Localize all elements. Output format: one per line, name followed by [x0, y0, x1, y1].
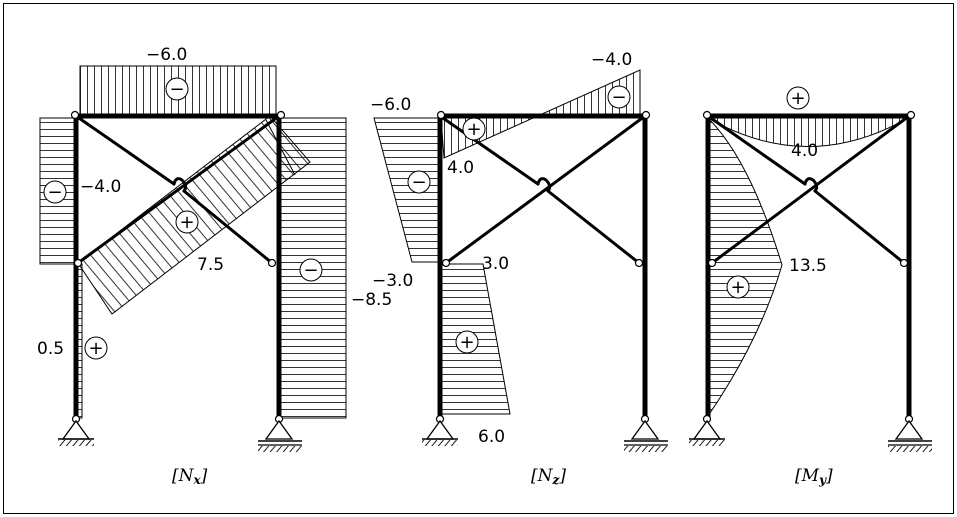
nx-frame: [71, 113, 283, 421]
my-label-column: 13.5: [789, 256, 827, 276]
nz-sign-column-upper: −: [407, 170, 431, 194]
nz-label-beam-right: −4.0: [591, 50, 632, 70]
nx-right-support-icon: [258, 419, 302, 452]
nx-sign-left-column-lower: +: [84, 336, 108, 360]
svg-text:−: −: [47, 182, 62, 203]
my-right-support-icon: [888, 419, 932, 452]
nx-sign-right-column: −: [299, 258, 323, 282]
diagram-nx: − − + − + −6.0 −4.0 7.5 −8.5 0.5 [Nx]: [37, 45, 392, 487]
nz-label-column-top: −6.0: [370, 95, 411, 115]
my-sign-column: +: [726, 275, 750, 299]
svg-text:+: +: [179, 212, 194, 233]
figure-border: [3, 3, 954, 514]
my-joints: [702, 110, 916, 424]
my-label-beam: 4.0: [791, 141, 818, 161]
svg-text:+: +: [790, 88, 805, 109]
nz-sign-column-lower: +: [455, 330, 479, 354]
svg-text:+: +: [730, 277, 745, 298]
nz-label-column-mid-right: 3.0: [482, 254, 509, 274]
svg-text:+: +: [459, 332, 474, 353]
nz-right-support-icon: [624, 419, 668, 452]
diagram-nz: − + − + −4.0 −6.0 4.0 −3.0 3.0 6.0 [Nz]: [370, 50, 668, 487]
my-sign-beam: +: [786, 86, 810, 110]
nz-left-support-icon: [422, 419, 458, 446]
svg-text:−: −: [611, 87, 626, 108]
nz-sign-beam-right: −: [607, 85, 631, 109]
svg-text:−: −: [303, 260, 318, 281]
my-caption: [My]: [795, 466, 833, 487]
nx-label-left-column-upper: −4.0: [80, 177, 121, 197]
diagram-my: + + 4.0 13.5 [My]: [689, 86, 932, 487]
nx-label-top-beam: −6.0: [146, 45, 187, 65]
my-left-support-icon: [689, 419, 725, 446]
nx-sign-diagonal: +: [175, 210, 199, 234]
nz-label-column-bottom: 6.0: [478, 427, 505, 447]
nz-sign-beam-left: +: [462, 117, 486, 141]
svg-text:+: +: [466, 119, 481, 140]
svg-text:−: −: [411, 172, 426, 193]
my-frame: [705, 113, 913, 421]
my-column-diagram: [707, 116, 783, 418]
nx-label-right-column: −8.5: [351, 290, 392, 310]
svg-text:−: −: [169, 79, 184, 100]
nx-label-diagonal: 7.5: [197, 255, 224, 275]
svg-text:+: +: [88, 338, 103, 359]
nz-column-upper-diagram: [373, 117, 441, 263]
nx-left-support-icon: [58, 419, 94, 446]
nz-frame: [437, 113, 648, 421]
nz-caption: [Nz]: [531, 466, 566, 487]
nx-caption: [Nx]: [172, 466, 208, 487]
nz-label-beam-left: 4.0: [447, 158, 474, 178]
nx-label-left-column-lower: 0.5: [37, 339, 64, 359]
nx-sign-top-beam: −: [165, 77, 189, 101]
nx-sign-left-column-upper: −: [43, 180, 67, 204]
nz-label-column-mid-left: −3.0: [372, 271, 413, 291]
